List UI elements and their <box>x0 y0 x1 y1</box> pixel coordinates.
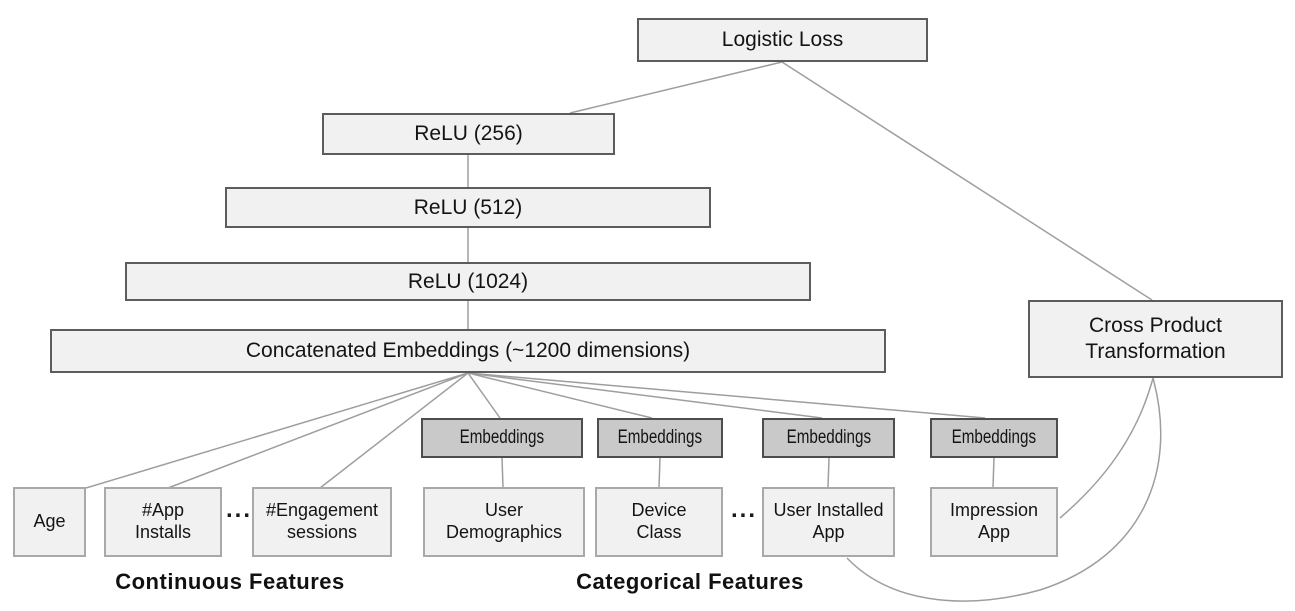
feature-impression-app-line2: App <box>977 522 1011 542</box>
node-relu-1024-label: ReLU (1024) <box>407 269 529 293</box>
node-cross-product-transformation: Cross Product Transformation <box>1028 300 1283 378</box>
node-relu-256-label: ReLU (256) <box>414 122 523 146</box>
feature-user-demographics-line2: Demographics <box>445 522 563 542</box>
feature-app-installs-line2: Installs <box>134 522 192 542</box>
connector-emb3-userinstalledapp <box>827 457 830 488</box>
connector-concat-emb3 <box>467 372 823 419</box>
connector-emb1-userdemographics <box>501 457 504 488</box>
node-feature-user-demographics: User Demographics <box>423 487 585 557</box>
feature-app-installs-line1: #App <box>141 500 185 521</box>
feature-user-installed-app-line2: App <box>812 522 845 542</box>
connector-emb4-impressionapp <box>992 457 995 488</box>
cross-product-label-line1: Cross Product <box>1088 314 1223 338</box>
node-embeddings-4: Embeddings <box>930 418 1058 458</box>
connector-concat-engagement <box>319 372 469 489</box>
connector-concat-age <box>85 372 469 489</box>
node-feature-impression-app: Impression App <box>930 487 1058 557</box>
node-logistic-loss: Logistic Loss <box>637 18 928 62</box>
feature-device-class-line2: Class <box>636 522 682 542</box>
node-relu-512-label: ReLU (512) <box>413 195 523 219</box>
node-relu-512: ReLU (512) <box>225 187 711 228</box>
node-embeddings-2-label: Embeddings <box>617 427 703 449</box>
node-relu-256: ReLU (256) <box>322 113 615 155</box>
feature-age-label: Age <box>33 511 66 532</box>
connector-loss-to-crossproduct <box>781 61 1153 301</box>
connector-crossproduct-userinstalledapp <box>846 377 1162 602</box>
node-feature-engagement-sessions: #Engagement sessions <box>252 487 392 557</box>
feature-user-installed-app-line1: User Installed <box>773 500 884 521</box>
connector-concat-appinstalls <box>167 372 469 489</box>
connector-concat-emb2 <box>467 372 653 419</box>
group-label-continuous-features: Continuous Features <box>115 569 345 594</box>
node-embeddings-3-label: Embeddings <box>786 427 871 449</box>
node-embeddings-2: Embeddings <box>597 418 723 458</box>
ellipsis-categorical: ... <box>731 496 758 523</box>
node-embeddings-1-label: Embeddings <box>459 427 545 449</box>
node-feature-device-class: Device Class <box>595 487 723 557</box>
node-feature-app-installs: #App Installs <box>104 487 222 557</box>
node-relu-1024: ReLU (1024) <box>125 262 811 301</box>
node-concatenated-embeddings-label: Concatenated Embeddings (~1200 dimension… <box>245 339 691 363</box>
connector-concat-emb1 <box>467 372 501 419</box>
connector-emb2-deviceclass <box>658 457 661 488</box>
feature-device-class-line1: Device <box>631 500 687 521</box>
ellipsis-continuous: ... <box>226 496 253 523</box>
node-concatenated-embeddings: Concatenated Embeddings (~1200 dimension… <box>50 329 886 373</box>
node-logistic-loss-label: Logistic Loss <box>721 28 844 52</box>
node-feature-user-installed-app: User Installed App <box>762 487 895 557</box>
feature-engagement-line2: sessions <box>286 522 358 542</box>
node-feature-age: Age <box>13 487 86 557</box>
feature-engagement-line1: #Engagement <box>265 500 379 521</box>
node-embeddings-1: Embeddings <box>421 418 583 458</box>
group-label-categorical-features: Categorical Features <box>576 569 804 594</box>
cross-product-label-line2: Transformation <box>1085 340 1226 363</box>
feature-user-demographics-line1: User <box>484 500 523 521</box>
feature-impression-app-line1: Impression <box>949 500 1039 521</box>
connector-loss-to-relu256 <box>569 61 783 114</box>
node-embeddings-4-label: Embeddings <box>951 427 1037 449</box>
connector-crossproduct-impressionapp <box>1059 377 1154 519</box>
node-embeddings-3: Embeddings <box>762 418 895 458</box>
connector-concat-emb4 <box>467 372 986 419</box>
